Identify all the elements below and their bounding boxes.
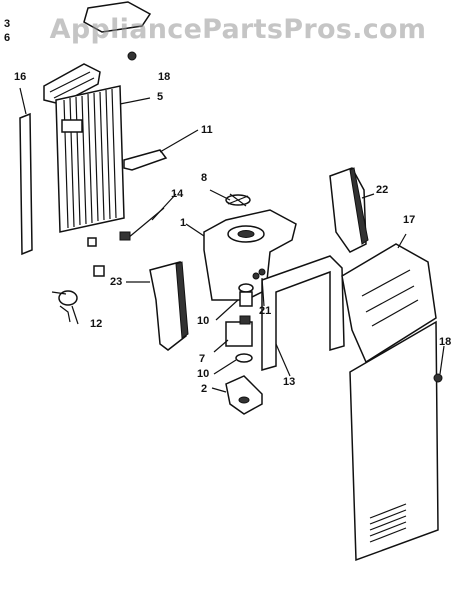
screw-parts [127,51,443,383]
part-16-seal-strip [19,112,33,256]
part-8-fan-blade [225,193,251,207]
part-12-motor-parts [51,237,105,323]
part-7-motor [225,268,266,363]
callout-10-upper: 10 [197,315,209,327]
callout-17: 17 [403,214,415,226]
part-22-duct-cover [329,167,369,253]
part-14-thermistor [119,207,165,241]
callout-1: 1 [180,217,186,229]
part-5-grille-panel [55,85,125,233]
callout-18: 18 [158,71,170,83]
callout-22: 22 [376,184,388,196]
part-13-duct [261,255,345,371]
callout-5: 5 [157,91,163,103]
part-23-side-panel [149,261,189,351]
part-1-fan-shroud [203,209,297,301]
callout-13: 13 [283,376,295,388]
watermark-text: AppliancePartsPros.com [49,14,427,45]
callout-18-right: 18 [439,336,451,348]
callout-12: 12 [90,318,102,330]
part-17-rear-liner [341,243,439,562]
callout-3: 3 [4,18,10,30]
part-2-motor-bracket [225,375,263,415]
callout-23: 23 [110,276,122,288]
callout-14: 14 [171,188,184,200]
callout-21: 21 [259,305,271,317]
callout-2: 2 [201,383,207,395]
part-3-6-baffle [43,1,152,105]
callout-labels: 3 6 16 18 5 11 8 14 22 17 1 23 21 10 12 … [4,18,451,395]
callout-16: 16 [14,71,26,83]
part-11-bracket [123,149,168,171]
callout-8: 8 [201,172,207,184]
callout-7: 7 [199,353,205,365]
leader-lines [19,87,445,393]
callout-6: 6 [4,32,10,44]
callout-10-lower: 10 [197,368,209,380]
callout-11: 11 [201,124,213,136]
